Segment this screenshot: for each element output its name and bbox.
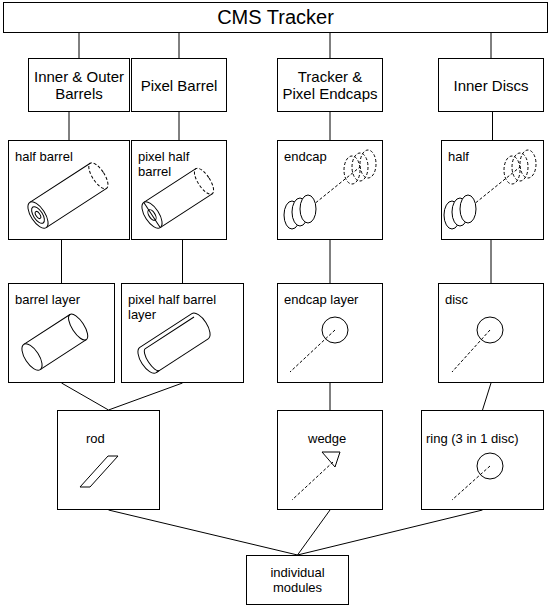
box-label: rod	[86, 431, 153, 446]
wedge-figure-stroke	[292, 462, 333, 500]
part-box: half	[441, 140, 544, 240]
ring-figure	[452, 453, 503, 500]
part-box: pixel half barrel	[131, 140, 227, 240]
connector-line	[491, 33, 492, 58]
group-box: Inner Discs	[438, 58, 544, 112]
endcap-figure	[284, 150, 376, 229]
connector-line	[491, 240, 492, 283]
connector-line	[330, 383, 331, 410]
box-label: Pixel Barrel	[141, 77, 218, 94]
half-barrel-figure-stroke	[24, 199, 52, 232]
box-label: endcap	[284, 149, 376, 164]
endcap-figure-stroke	[300, 195, 316, 223]
pixel-half-barrel-layer-figure-stroke	[141, 317, 208, 373]
connector-line	[179, 33, 180, 58]
pixel-half-barrel-figure-stroke	[138, 199, 166, 232]
box-label: Tracker & Pixel Endcaps	[282, 68, 378, 102]
box-label: Inner & Outer Barrels	[33, 68, 125, 102]
box-label: endcap layer	[284, 292, 376, 307]
barrel-layer-figure	[18, 311, 91, 373]
disc-figure-stroke	[452, 330, 490, 372]
connector-line	[330, 240, 331, 283]
connector-line	[61, 240, 62, 283]
box-label: disc	[445, 292, 537, 307]
connector-line	[179, 112, 180, 140]
box-label: pixel half barrel layer	[128, 292, 237, 322]
barrel-layer-figure-stroke	[65, 311, 91, 343]
box-label: pixel half barrel	[138, 149, 220, 179]
rod-figure-stroke	[80, 456, 118, 487]
connector-line	[182, 240, 183, 283]
part-box: individual modules	[246, 555, 349, 605]
wedge-figure	[292, 452, 340, 500]
half-barrel-figure-stroke	[29, 205, 47, 226]
part-box: endcap layer	[277, 283, 383, 383]
connector-line	[330, 112, 331, 140]
half-barrel-figure-stroke	[34, 211, 42, 220]
part-box: disc	[438, 283, 544, 383]
wedge-figure-stroke	[322, 452, 340, 467]
inner-disc-half-figure-stroke	[460, 195, 476, 223]
connector-line	[109, 510, 298, 555]
connector-line	[330, 33, 331, 58]
pixel-half-barrel-figure-stroke	[191, 165, 217, 197]
box-label: wedge	[308, 431, 376, 446]
box-label: half	[448, 149, 537, 164]
title-box: CMS Tracker	[3, 2, 548, 33]
inner-disc-half-figure	[444, 150, 536, 229]
connector-line	[483, 383, 492, 410]
endcap-figure-stroke	[360, 150, 376, 178]
connector-line	[109, 383, 183, 410]
box-label: individual modules	[251, 565, 344, 595]
group-box: Tracker & Pixel Endcaps	[277, 58, 383, 112]
disc-figure	[452, 317, 503, 372]
box-label: half barrel	[15, 149, 123, 164]
part-box: pixel half barrel layer	[121, 283, 244, 383]
part-box: half barrel	[8, 140, 130, 240]
part-box: endcap	[277, 140, 383, 240]
pixel-half-barrel-layer-figure-stroke	[156, 339, 208, 373]
endcap-layer-figure-stroke	[290, 330, 335, 372]
pixel-half-barrel-figure-stroke	[144, 202, 160, 227]
part-box: wedge	[277, 410, 383, 510]
inner-disc-half-figure-stroke	[520, 150, 536, 178]
part-box: ring (3 in 1 disc)	[421, 410, 544, 510]
half-barrel-figure-stroke	[85, 160, 111, 192]
connector-line	[79, 33, 80, 58]
connector-line	[298, 510, 483, 555]
rod-figure	[80, 456, 118, 487]
ring-figure-stroke	[452, 466, 490, 500]
group-box: Inner & Outer Barrels	[28, 58, 130, 112]
box-label: Inner Discs	[453, 77, 528, 94]
group-box: Pixel Barrel	[131, 58, 227, 112]
part-box: rod	[57, 410, 160, 510]
inner-disc-half-figure-stroke	[468, 167, 520, 209]
part-box: barrel layer	[8, 283, 115, 383]
box-label: ring (3 in 1 disc)	[426, 431, 537, 446]
box-label: barrel layer	[15, 292, 108, 307]
connector-line	[62, 383, 109, 410]
box-label: CMS Tracker	[217, 6, 334, 29]
connector-line	[69, 112, 70, 140]
barrel-layer-figure-stroke	[18, 341, 46, 374]
connector-line	[492, 112, 493, 140]
half-barrel-figure	[24, 160, 112, 231]
endcap-layer-figure	[290, 317, 348, 372]
endcap-figure-stroke	[308, 167, 360, 209]
